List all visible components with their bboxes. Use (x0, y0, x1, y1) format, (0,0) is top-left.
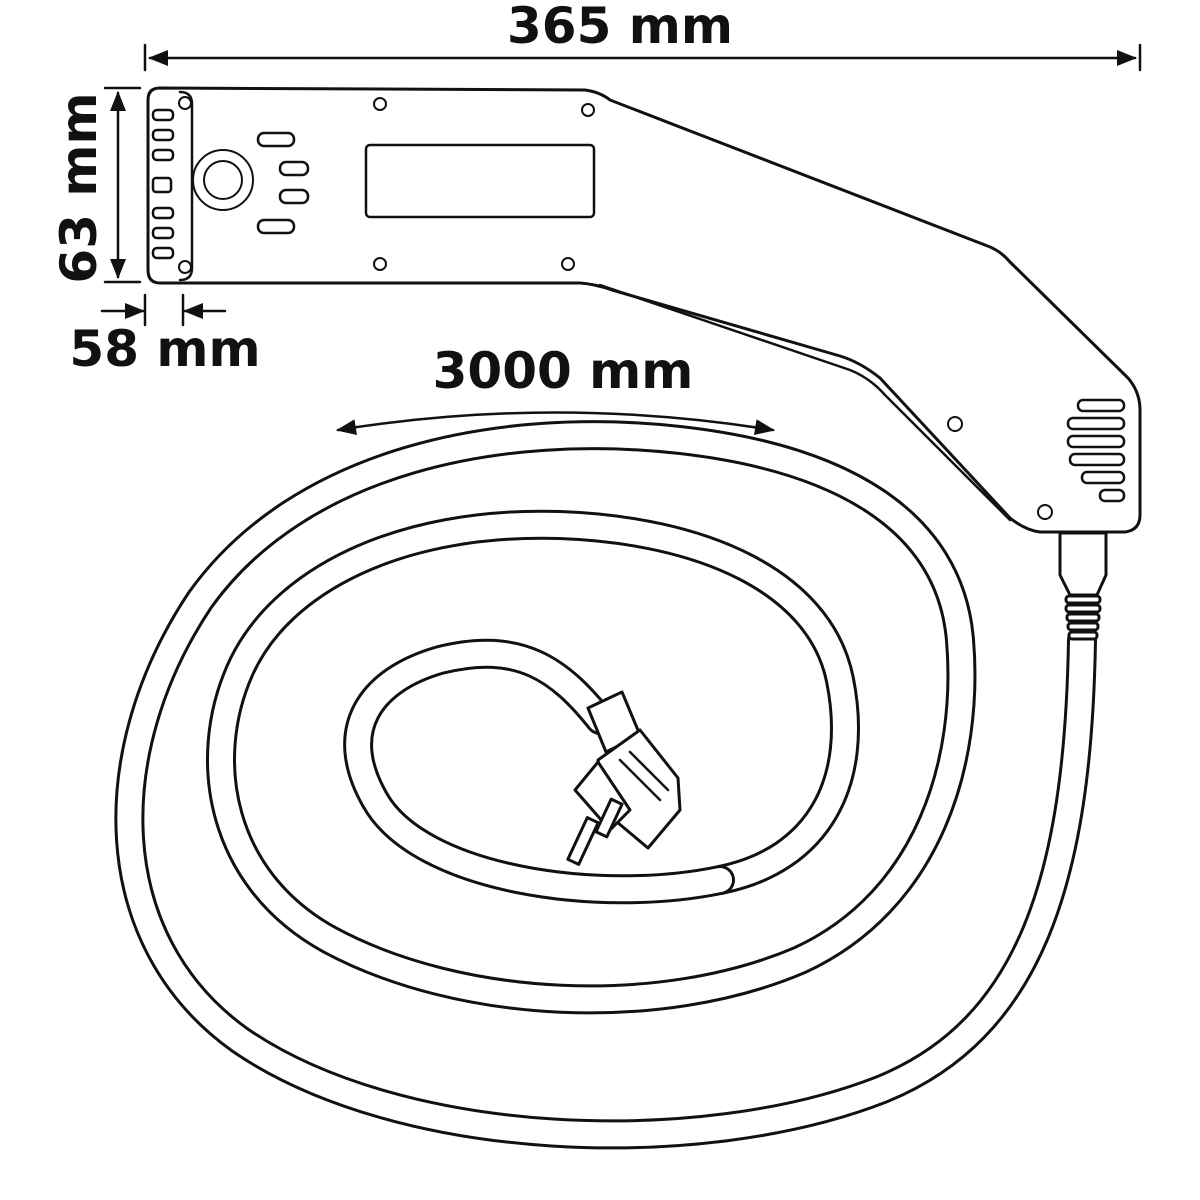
rear-vent-2 (1066, 416, 1126, 431)
end-vent-6 (151, 246, 175, 260)
sleeve-rib-3 (1065, 612, 1101, 623)
sleeve-rib-5 (1067, 630, 1099, 641)
handle-side-edge (598, 283, 1012, 522)
end-vent-4 (151, 206, 175, 220)
coiled-cable (114, 420, 1097, 1150)
screw-icon-4 (581, 103, 595, 117)
display-window (364, 143, 596, 219)
height-dimension: 63 mm (50, 86, 142, 284)
control-knob-inner (203, 160, 243, 200)
width-dimension: 58 mm (69, 293, 261, 378)
end-plate-edge (178, 90, 194, 282)
rear-vent-3 (1066, 434, 1126, 449)
rear-vent-6 (1098, 488, 1126, 503)
width-label: 58 mm (69, 320, 260, 378)
button-slot-4 (256, 218, 296, 235)
button-slot-2 (278, 160, 310, 177)
cable-sleeve (1058, 531, 1108, 597)
button-slot-1 (256, 131, 296, 148)
handle-outline (146, 86, 1142, 534)
button-slot-3 (278, 188, 310, 205)
sleeve-rib-1 (1064, 594, 1102, 605)
sleeve-rib-4 (1066, 621, 1100, 632)
screw-icon-2 (178, 260, 192, 274)
screw-icon-8 (1037, 504, 1053, 520)
end-vent-2 (151, 128, 175, 142)
cable-label: 3000 mm (433, 342, 694, 400)
screw-icon-1 (178, 96, 192, 110)
screw-icon-5 (373, 257, 387, 271)
plug-pin-right (594, 797, 624, 839)
end-vent-3 (151, 148, 175, 162)
tool-body (146, 86, 1142, 641)
height-label: 63 mm (50, 92, 108, 283)
screw-icon-3 (373, 97, 387, 111)
length-dimension: 365 mm (143, 0, 1142, 72)
sleeve-rib-2 (1064, 603, 1102, 614)
plug-grip-line-1 (618, 758, 662, 802)
plug-pin-left (566, 816, 600, 866)
screw-icon-7 (947, 416, 963, 432)
end-vent-1 (151, 108, 175, 122)
end-switch-icon (151, 176, 173, 194)
power-plug-icon (566, 690, 682, 866)
rear-vent-5 (1080, 470, 1126, 485)
cable-dimension-arc (336, 411, 775, 436)
plug-grip-line-2 (628, 750, 670, 792)
screw-icon-6 (561, 257, 575, 271)
rear-vent-1 (1076, 398, 1126, 413)
end-vent-5 (151, 226, 175, 240)
length-label: 365 mm (507, 0, 733, 55)
cable-dimension: 3000 mm (336, 342, 775, 436)
cable-inner-loop-fill (346, 641, 732, 902)
cable-coil-fill (117, 423, 1094, 1147)
rear-vent-4 (1068, 452, 1126, 467)
